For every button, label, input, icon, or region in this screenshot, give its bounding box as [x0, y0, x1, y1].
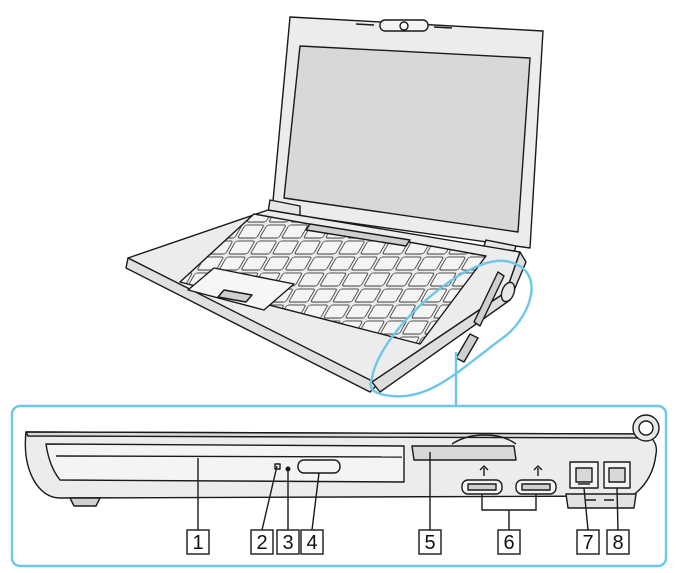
callout-6: 6 — [497, 529, 521, 555]
optical-drive — [45, 443, 405, 483]
callout-7: 7 — [576, 529, 600, 555]
svg-text:5: 5 — [424, 532, 435, 554]
svg-text:4: 4 — [306, 532, 317, 554]
svg-text:3: 3 — [282, 532, 293, 554]
fingerprint-sensor — [217, 289, 253, 303]
side-callout-ring — [369, 259, 533, 398]
callout-2: 2 — [250, 529, 274, 555]
callout-5: 5 — [418, 529, 442, 555]
svg-text:6: 6 — [503, 532, 514, 554]
webcam-icon — [355, 19, 453, 32]
svg-text:2: 2 — [256, 532, 267, 554]
modem-port-icon — [603, 461, 631, 489]
laptop-screen — [283, 45, 531, 233]
leader-lines — [197, 452, 619, 531]
callout-1: 1 — [186, 529, 210, 555]
usb-icon — [479, 465, 489, 476]
callout-3: 3 — [276, 529, 300, 555]
callout-8: 8 — [606, 529, 630, 555]
manual-eject-hole — [285, 466, 291, 472]
svg-text:7: 7 — [582, 532, 593, 554]
callout-4: 4 — [300, 529, 324, 555]
touchpad — [187, 267, 295, 311]
svg-text:8: 8 — [612, 532, 623, 554]
expresscard-slot — [411, 445, 517, 461]
side-view-frame — [10, 404, 668, 568]
usb-icon — [533, 465, 543, 476]
side-view-illustration — [24, 414, 660, 509]
laptop-illustration — [125, 16, 544, 393]
drive-eject-button — [297, 459, 341, 474]
svg-text:1: 1 — [192, 532, 203, 554]
network-port-icon — [569, 461, 599, 489]
